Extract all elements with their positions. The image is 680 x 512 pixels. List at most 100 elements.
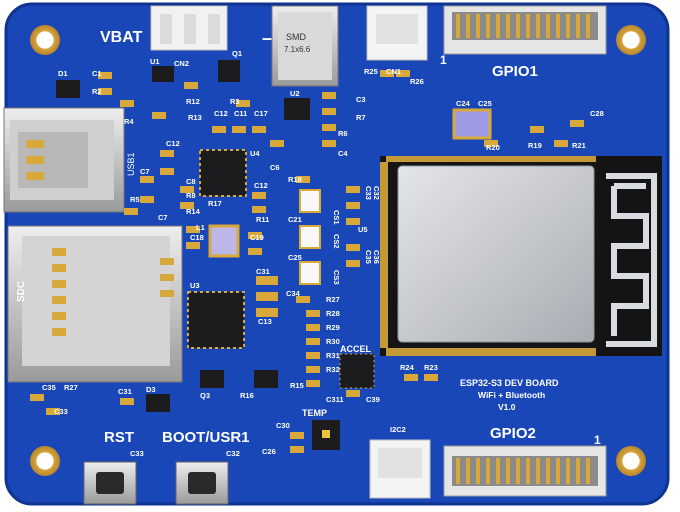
refdes-r27: R27	[326, 295, 340, 304]
vbat-label: VBAT	[100, 29, 143, 46]
usb-connector	[3, 107, 125, 213]
top-small-connector	[366, 5, 428, 61]
mounting-hole-br	[616, 446, 646, 476]
refdes-r7: R7	[356, 113, 366, 122]
ic-u1	[152, 66, 174, 82]
refdes-r17: R17	[208, 199, 222, 208]
refdes-c12b: C12	[166, 139, 180, 148]
boot-usr1-button[interactable]	[175, 461, 229, 505]
refdes-d3: D3	[146, 385, 156, 394]
refdes-c13: C13	[258, 317, 272, 326]
ic-q1	[218, 60, 240, 82]
refdes-c7a: C7	[140, 167, 150, 176]
led-cs1	[299, 189, 321, 213]
refdes-r25: R25	[364, 67, 378, 76]
refdes-cn2: CN2	[174, 59, 189, 68]
refdes-c31: C31	[256, 267, 270, 276]
smd-label-line2: 7.1x6.6	[284, 45, 311, 54]
refdes-c35b: C35	[42, 383, 56, 392]
cn2-battery-connector	[150, 5, 228, 51]
passives	[30, 70, 584, 453]
refdes-c32b: C32	[226, 449, 240, 458]
refdes-r2: R2	[92, 87, 102, 96]
refdes-r30: R30	[326, 337, 340, 346]
smd-label-line1: SMD	[286, 32, 307, 42]
refdes-r24: R24	[400, 363, 415, 372]
smd-inductor	[271, 5, 339, 87]
refdes-r8: R8	[186, 191, 196, 200]
refdes-cs3: CS3	[332, 270, 341, 285]
refdes-c25a: C25	[288, 253, 302, 262]
refdes-l1: L1	[196, 223, 205, 232]
refdes-d1: D1	[58, 69, 68, 78]
refdes-u2: U2	[290, 89, 300, 98]
d3-diode	[146, 394, 170, 412]
gpio1-label: GPIO1	[492, 63, 538, 80]
d1-diode	[56, 80, 80, 98]
q3-transistor	[200, 370, 224, 388]
refdes-c25b: C25	[478, 99, 492, 108]
board-version: V1.0	[498, 402, 516, 412]
refdes-c12c: C12	[254, 181, 268, 190]
mounting-hole-tr	[616, 25, 646, 55]
refdes-c311: C311	[326, 395, 344, 404]
refdes-r23: R23	[424, 363, 438, 372]
gpio1-connector	[443, 5, 607, 55]
refdes-c11: C11	[234, 109, 247, 118]
refdes-u5: U5	[358, 225, 368, 234]
refdes-r6: R6	[338, 129, 348, 138]
refdes-r4: R4	[124, 117, 134, 126]
refdes-c35: C35	[364, 250, 373, 264]
refdes-r31: R31	[326, 351, 340, 360]
mounting-hole-tl	[30, 25, 60, 55]
mounting-hole-bl	[30, 446, 60, 476]
refdes-r26: R26	[410, 77, 424, 86]
refdes-c26: C26	[262, 447, 276, 456]
sd-card-slot	[7, 225, 183, 383]
refdes-r13: R13	[188, 113, 202, 122]
refdes-r18: R18	[288, 175, 302, 184]
q-transistor	[254, 370, 278, 388]
refdes-labels: D1 C1 R2 U1 CN2 Q1 R12 R3 R4 U2 C3 R7 R6…	[42, 49, 604, 458]
refdes-c17: C17	[254, 109, 268, 118]
ic-u2	[284, 98, 310, 120]
refdes-r3: R3	[230, 97, 240, 106]
refdes-r19: R19	[528, 141, 542, 150]
refdes-c34: C34	[286, 289, 301, 298]
esp32-module	[380, 156, 662, 356]
led-cs2	[299, 225, 321, 249]
refdes-c19: C19	[250, 233, 264, 242]
refdes-c12a: C12	[214, 109, 228, 118]
rst-button[interactable]	[83, 461, 137, 505]
rst-label: RST	[104, 429, 134, 446]
refdes-r11: R11	[256, 215, 269, 224]
temp-sensor	[312, 420, 340, 450]
refdes-r16: R16	[240, 391, 254, 400]
refdes-c1: C1	[92, 69, 102, 78]
refdes-cs2: CS2	[332, 234, 341, 249]
gpio2-connector	[443, 445, 607, 497]
ic-accel	[339, 353, 375, 389]
refdes-cs1: CS1	[332, 210, 341, 225]
refdes-r32: R32	[326, 365, 340, 374]
refdes-u1: U1	[150, 57, 160, 66]
refdes-r15: R15	[290, 381, 304, 390]
refdes-c8: C8	[186, 177, 196, 186]
minus-label: –	[262, 28, 272, 48]
led-cs3	[299, 261, 321, 285]
ic-u4	[199, 149, 247, 197]
board-title: ESP32-S3 DEV BOARD	[460, 378, 559, 388]
pin1-bottom-label: 1	[594, 433, 601, 447]
refdes-c24: C24	[456, 99, 471, 108]
refdes-cn1: CN1	[386, 67, 401, 76]
refdes-r28: R28	[326, 309, 340, 318]
refdes-c30: C30	[276, 421, 290, 430]
temp-label: TEMP	[302, 408, 327, 418]
refdes-c7b: C7	[158, 213, 168, 222]
accel-label: ACCEL	[340, 344, 372, 354]
refdes-c33c: C33	[130, 449, 144, 458]
refdes-c21: C21	[288, 215, 302, 224]
refdes-c4: C4	[338, 149, 348, 158]
refdes-q1: Q1	[232, 49, 242, 58]
